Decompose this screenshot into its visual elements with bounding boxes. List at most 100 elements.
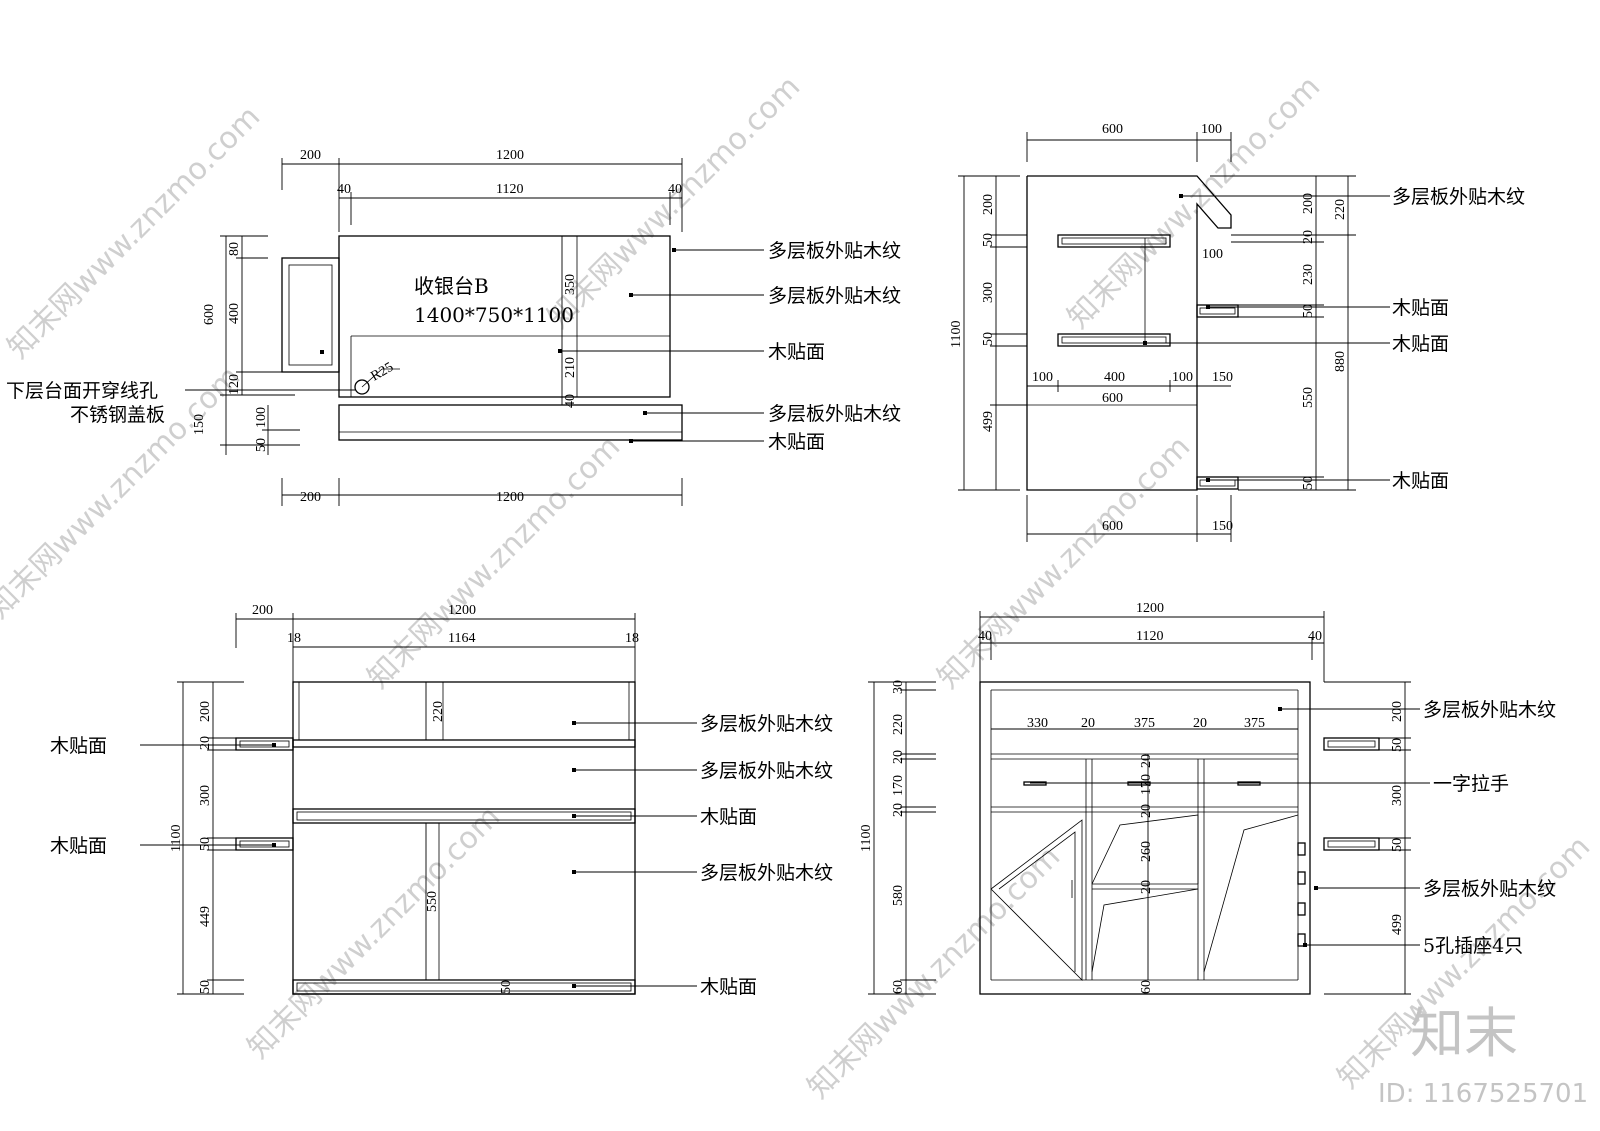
label-wood-veneer: 木贴面 — [700, 806, 757, 828]
dim-100: 100 — [1172, 370, 1193, 385]
dim-580: 580 — [891, 885, 906, 906]
dim-18: 18 — [287, 631, 301, 646]
dim-1200: 1200 — [496, 148, 524, 163]
dim-40: 40 — [563, 394, 578, 408]
dim-20: 20 — [1081, 716, 1095, 731]
dim-1200: 1200 — [1136, 601, 1164, 616]
dim-1120: 1120 — [496, 182, 523, 197]
dim-20: 20 — [1139, 754, 1154, 768]
front-upper-shelf — [292, 739, 636, 748]
dim-20: 20 — [891, 803, 906, 817]
dim-220: 220 — [431, 701, 446, 722]
dim-50: 50 — [1390, 738, 1405, 752]
label-wire-hole: 下层台面开穿线孔 — [6, 380, 158, 402]
dim-170: 170 — [891, 775, 906, 796]
lower-shelf — [338, 404, 683, 441]
side-tray — [281, 257, 340, 373]
dim-18: 18 — [625, 631, 639, 646]
dim-600: 600 — [1102, 519, 1123, 534]
dim-170: 170 — [1139, 774, 1154, 795]
power-socket — [1297, 933, 1306, 947]
label-wood-veneer: 木贴面 — [1392, 333, 1449, 355]
label-wood-veneer: 木贴面 — [700, 976, 757, 998]
counter-size: 1400*750*1100 — [414, 303, 574, 327]
dim-120: 120 — [227, 374, 242, 395]
side-tray-lower — [1196, 476, 1239, 490]
dim-200: 200 — [300, 148, 321, 163]
front-view: 200 1200 18 1164 18 220 550 50 — [50, 603, 833, 998]
front-tray-lower — [235, 837, 294, 851]
watermark-text: 知末网www.znzmo.com — [361, 429, 627, 695]
watermark-text: 知末网www.znzmo.com — [801, 839, 1067, 1105]
watermark-layer: 知末网www.znzmo.com 知末网www.znzmo.com 知末网www… — [0, 69, 1597, 1105]
dim-375: 375 — [1134, 716, 1155, 731]
dim-400: 400 — [227, 303, 242, 324]
dim-600: 600 — [202, 304, 217, 325]
dim-1164: 1164 — [448, 631, 475, 646]
dim-50: 50 — [981, 332, 996, 346]
label-multilayer-wood-grain: 多层板外贴木纹 — [700, 760, 833, 782]
back-tray-upper — [1323, 737, 1380, 751]
dim-20: 20 — [1139, 804, 1154, 818]
dim-50: 50 — [254, 438, 269, 452]
label-wood-veneer: 木贴面 — [1392, 297, 1449, 319]
label-multilayer-wood-grain: 多层板外贴木纹 — [768, 240, 901, 262]
back-decor-panel-mid — [1091, 814, 1199, 885]
brand-logo: 知末 — [1410, 1002, 1518, 1065]
dim-210: 210 — [563, 357, 578, 378]
dim-220: 220 — [891, 714, 906, 735]
dim-50: 50 — [1301, 476, 1316, 490]
dim-20: 20 — [1193, 716, 1207, 731]
dim-80: 80 — [227, 242, 242, 256]
label-stainless-cover: 不锈钢盖板 — [70, 404, 165, 426]
side-shelf-lower — [1057, 333, 1171, 347]
dim-150: 150 — [1212, 370, 1233, 385]
dim-50: 50 — [198, 837, 213, 851]
back-body-outline — [979, 681, 1311, 995]
dim-300: 300 — [1390, 785, 1405, 806]
radius-r25: R25 — [369, 360, 397, 385]
dim-60: 60 — [891, 980, 906, 994]
dim-50: 50 — [198, 980, 213, 994]
label-multilayer-wood-grain: 多层板外贴木纹 — [1423, 699, 1556, 721]
dim-100: 100 — [254, 407, 269, 428]
back-decor-panel-left — [990, 819, 1083, 981]
label-multilayer-wood-grain: 多层板外贴木纹 — [700, 862, 833, 884]
side-tray-upper — [1196, 304, 1239, 318]
dim-20: 20 — [198, 736, 213, 750]
label-wood-veneer: 木贴面 — [768, 431, 825, 453]
dim-400: 400 — [1104, 370, 1125, 385]
dim-230: 230 — [1301, 264, 1316, 285]
watermark-text: 知末网www.znzmo.com — [1061, 69, 1327, 335]
dim-100: 100 — [1202, 247, 1223, 262]
label-wood-veneer: 木贴面 — [50, 835, 107, 857]
dim-375: 375 — [1244, 716, 1265, 731]
power-socket — [1297, 871, 1306, 885]
dim-449: 449 — [198, 906, 213, 927]
label-flat-handle: 一字拉手 — [1433, 773, 1509, 795]
label-multilayer-wood-grain: 多层板外贴木纹 — [1423, 878, 1556, 900]
dim-50: 50 — [1301, 304, 1316, 318]
counter-title: 收银台B — [414, 274, 489, 298]
dim-1100: 1100 — [859, 825, 874, 852]
label-wood-veneer: 木贴面 — [768, 341, 825, 363]
side-view: 600 100 1100 200 50 300 50 499 — [949, 122, 1525, 542]
dim-50: 50 — [499, 980, 514, 994]
dim-100: 100 — [1032, 370, 1053, 385]
dim-1100: 1100 — [169, 825, 184, 852]
dim-1200: 1200 — [496, 490, 524, 505]
back-tray-lower — [1323, 837, 1380, 851]
dim-50: 50 — [1390, 838, 1405, 852]
dim-260: 260 — [1139, 841, 1154, 862]
power-socket — [1297, 902, 1306, 916]
dim-499: 499 — [981, 411, 996, 432]
dim-300: 300 — [198, 785, 213, 806]
dim-200: 200 — [252, 603, 273, 618]
dim-20: 20 — [891, 750, 906, 764]
dim-150: 150 — [192, 414, 207, 435]
dim-100: 100 — [1201, 122, 1222, 137]
dim-220: 220 — [1333, 199, 1348, 220]
dim-150: 150 — [1212, 519, 1233, 534]
side-shelf-upper — [1057, 234, 1171, 248]
